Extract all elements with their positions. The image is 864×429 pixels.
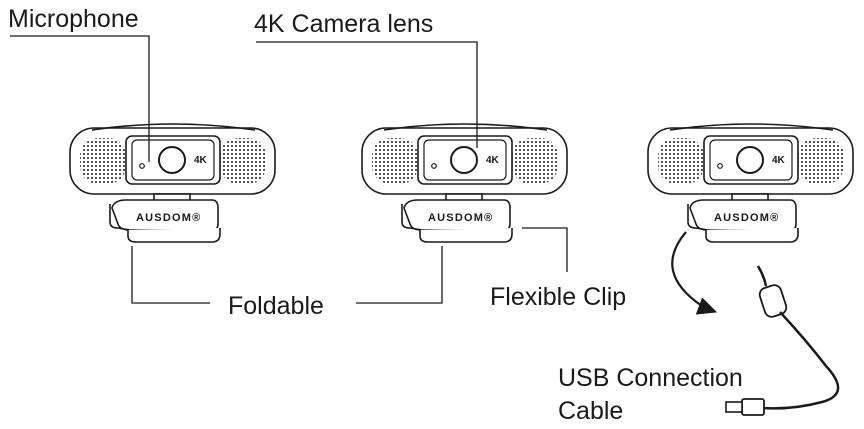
usb-cable	[725, 265, 840, 416]
usb-cable-label: USB Connection Cable	[558, 362, 743, 427]
camera-lens-leader	[256, 41, 478, 148]
webcam-2	[361, 123, 568, 243]
foldable-label: Foldable	[228, 292, 324, 320]
flexible-clip-label: Flexible Clip	[490, 283, 627, 311]
microphone-label: Microphone	[8, 5, 139, 33]
foldable-leader-left	[131, 246, 210, 304]
webcam-1	[69, 123, 276, 243]
webcam-3	[647, 123, 854, 243]
microphone-leader	[10, 35, 150, 162]
flexible-clip-leader	[522, 227, 568, 272]
foldable-leader-right	[356, 246, 443, 304]
fold-arrow	[671, 231, 718, 315]
usb-cable-label-line2: Cable	[558, 396, 624, 425]
camera-lens-label: 4K Camera lens	[254, 10, 434, 38]
usb-cable-label-line1: USB Connection	[558, 364, 743, 392]
